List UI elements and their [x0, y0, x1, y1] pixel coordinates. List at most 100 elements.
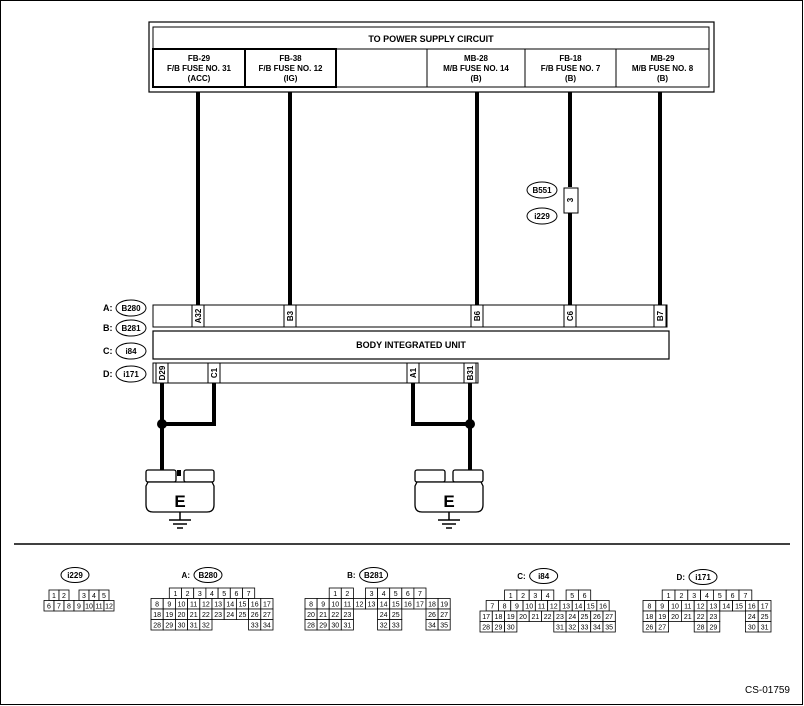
pin-number: 23	[710, 614, 718, 621]
pin-number: 13	[710, 604, 718, 611]
fuse-label: (B)	[470, 74, 481, 83]
pin-number: 1	[667, 593, 671, 600]
pin-number: 29	[319, 623, 327, 630]
pin-number: 24	[568, 614, 576, 621]
pin-number: 19	[507, 614, 515, 621]
pin-number: 34	[263, 623, 271, 630]
pin-number: 30	[748, 625, 756, 632]
pin-number: 32	[380, 623, 388, 630]
pin-number: 33	[251, 623, 259, 630]
pin-number: 31	[190, 623, 198, 630]
pin-number: 6	[406, 591, 410, 598]
pin-number: 2	[679, 593, 683, 600]
pin-number: 11	[344, 602, 351, 609]
pin-number: 31	[556, 625, 564, 632]
fuse-label: (IG)	[284, 74, 298, 83]
pin-number: 24	[380, 612, 388, 619]
fuse-label: FB-18	[559, 54, 582, 63]
pin-number: 13	[562, 604, 570, 611]
pin-number: 14	[226, 602, 234, 609]
pin-number: 25	[239, 612, 247, 619]
pin-number: 11	[190, 602, 197, 609]
fuse-label: MB-28	[464, 54, 489, 63]
pin-number: 2	[62, 593, 66, 600]
pin-number: 25	[581, 614, 589, 621]
connector-letter: B:	[103, 323, 113, 333]
bcm-top-connector-strip	[152, 304, 668, 328]
pin-number: 4	[546, 593, 550, 600]
pin-label: B31	[466, 365, 475, 380]
pin-label: C6	[566, 310, 575, 321]
pin-number: 5	[102, 593, 106, 600]
pin-number: 2	[186, 591, 190, 598]
pin-number: 23	[343, 612, 351, 619]
pin-number: 13	[368, 602, 376, 609]
pin-number: 16	[251, 602, 259, 609]
connector-tag	[115, 342, 147, 360]
connector-tag	[526, 181, 558, 199]
fuse-label: F/B FUSE NO. 31	[167, 64, 232, 73]
pin-cell	[103, 600, 115, 612]
pin-number: 21	[531, 614, 539, 621]
pin-number: 3	[533, 593, 537, 600]
connector-tag	[60, 567, 90, 583]
pin-cell	[199, 619, 213, 631]
fuse-label: (B)	[657, 74, 668, 83]
connector-view-letter: B:	[347, 571, 355, 580]
ground-splice-dot	[465, 419, 475, 429]
bcm-title: BODY INTEGRATED UNIT	[356, 340, 466, 350]
pin-number: 20	[307, 612, 315, 619]
pin-number: 28	[482, 625, 490, 632]
pin-number: 11	[684, 604, 691, 611]
pin-number: 3	[198, 591, 202, 598]
pin-number: 26	[428, 612, 436, 619]
pin-number: 35	[440, 623, 448, 630]
pin-number: 1	[333, 591, 337, 598]
pin-number: 30	[507, 625, 515, 632]
pin-number: 16	[599, 604, 607, 611]
pin-number: 34	[593, 625, 601, 632]
pin-box	[470, 304, 484, 328]
pin-number: 29	[495, 625, 503, 632]
pin-label: B3	[286, 310, 295, 321]
pin-label: B7	[656, 310, 665, 321]
pin-number: 2	[345, 591, 349, 598]
pin-box	[653, 304, 667, 328]
pin-number: 7	[743, 593, 747, 600]
pin-number: 18	[153, 612, 161, 619]
pin-number: 9	[660, 604, 664, 611]
pin-number: 8	[309, 602, 313, 609]
pin-cell	[340, 619, 354, 631]
connector-tag	[526, 207, 558, 225]
pin-number: 22	[331, 612, 339, 619]
pin-number: 10	[331, 602, 339, 609]
connector-tag-label: i84	[125, 347, 137, 356]
pin-box	[191, 304, 205, 328]
connector-view-letter: A:	[182, 571, 190, 580]
connector-tag	[193, 567, 223, 583]
fuse-label: (B)	[565, 74, 576, 83]
connector-tag	[115, 319, 147, 337]
pin-number: 30	[331, 623, 339, 630]
ground-splice-dot	[157, 419, 167, 429]
pin-number: 9	[515, 604, 519, 611]
ground-label: E	[174, 492, 185, 511]
pin-number: 5	[222, 591, 226, 598]
figure-code: CS-01759	[745, 685, 790, 696]
pin-number: 12	[202, 602, 210, 609]
pin-number: 5	[570, 593, 574, 600]
pin-number: 11	[538, 604, 545, 611]
pin-number: 20	[519, 614, 527, 621]
pin-number: 20	[178, 612, 186, 619]
pin-number: 6	[583, 593, 587, 600]
pin-number: 22	[544, 614, 552, 621]
pin-number: 4	[382, 591, 386, 598]
connector-tag	[359, 567, 389, 583]
pin-number: 8	[647, 604, 651, 611]
pin-number: 27	[440, 612, 448, 619]
pin-number: 6	[731, 593, 735, 600]
